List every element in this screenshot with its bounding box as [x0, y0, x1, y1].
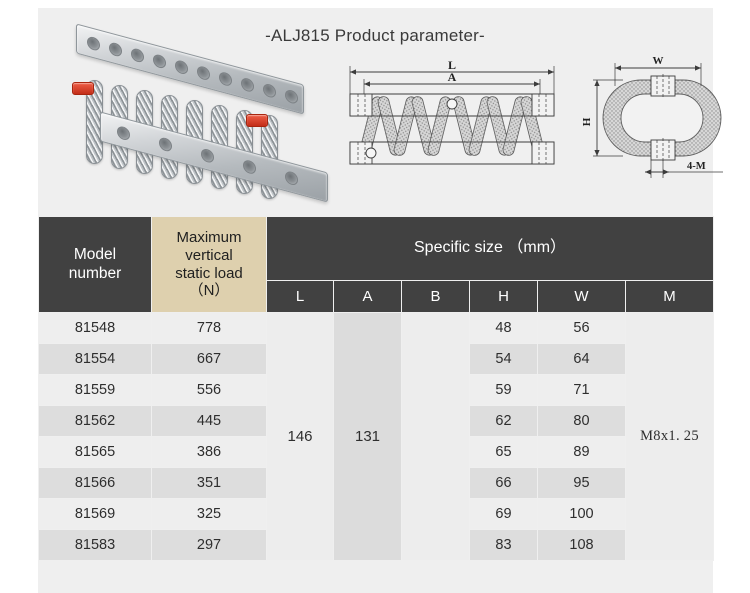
header-max-vertical-static-load: Maximum vertical static load （N） [151, 216, 267, 313]
side-view-label-W: W [653, 55, 664, 67]
cell-load: 386 [151, 436, 267, 468]
cell-length-L: 146 [266, 312, 334, 561]
cell-length-A: 131 [333, 312, 402, 561]
table-row: 81569 325 69 100 [38, 498, 714, 530]
cell-height-H: 48 [469, 312, 538, 344]
front-view-label-A: A [448, 70, 457, 84]
cell-height-H: 62 [469, 405, 538, 437]
cell-load: 556 [151, 374, 267, 406]
cell-model: 81583 [38, 529, 152, 561]
header-model-line-1: Model [73, 246, 117, 264]
cell-width-W: 56 [537, 312, 626, 344]
table-row: 81583 297 83 108 [38, 529, 714, 561]
header-col-H: H [469, 280, 538, 313]
cell-load: 297 [151, 529, 267, 561]
table-header-row-2: L A B H W M [39, 280, 715, 313]
cell-model: 81566 [38, 467, 152, 499]
header-col-L: L [266, 280, 334, 313]
cell-width-W: 100 [537, 498, 626, 530]
cell-width-W: 80 [537, 405, 626, 437]
front-view-label-L: L [448, 58, 456, 72]
cell-load: 351 [151, 467, 267, 499]
cell-load: 325 [151, 498, 267, 530]
cell-model: 81562 [38, 405, 152, 437]
header-load-line-2: vertical [185, 246, 233, 264]
cell-load: 445 [151, 405, 267, 437]
cell-height-H: 83 [469, 529, 538, 561]
cell-load: 778 [151, 312, 267, 344]
cell-model: 81565 [38, 436, 152, 468]
cell-height-H: 54 [469, 343, 538, 375]
side-view-drawing: W H 4-M [581, 46, 750, 196]
wire-rope-isolator-photo [48, 23, 338, 212]
cell-height-H: 65 [469, 436, 538, 468]
cell-length-B [401, 312, 470, 561]
figures-row: L A [38, 23, 723, 212]
header-model-line-2: number [68, 264, 122, 282]
cable-end-cap-right [246, 114, 268, 127]
table-row: 81566 351 66 95 [38, 467, 714, 499]
cell-width-W: 89 [537, 436, 626, 468]
cell-height-H: 59 [469, 374, 538, 406]
table-row: 81554 667 54 64 [38, 343, 714, 375]
cell-model: 81548 [38, 312, 152, 344]
header-col-W: W [537, 280, 626, 313]
header-load-line-3: static load [175, 264, 243, 282]
cell-model: 81569 [38, 498, 152, 530]
cell-height-H: 69 [469, 498, 538, 530]
header-model-number: Model number [38, 216, 152, 313]
page-title: -ALJ815 Product parameter- [265, 26, 485, 45]
header-col-B: B [401, 280, 470, 313]
cell-load: 667 [151, 343, 267, 375]
product-parameter-table: Model number Maximum vertical static loa… [38, 216, 715, 561]
front-view-drawing: L A [338, 46, 578, 196]
header-load-line-1: Maximum [176, 229, 242, 247]
cell-width-W: 95 [537, 467, 626, 499]
table-body: 81548 778 146 131 48 56 M8x1. 25 81554 6… [38, 312, 715, 561]
table-row: 81548 778 146 131 48 56 M8x1. 25 [38, 312, 715, 561]
header-load-line-4: （N） [188, 282, 230, 300]
header-specific-size: Specific size （mm） [265, 216, 715, 281]
table-row: 81559 556 59 71 [38, 374, 714, 406]
side-view-label-thread: 4-M [687, 161, 706, 172]
cell-width-W: 64 [537, 343, 626, 375]
header-col-A: A [333, 280, 402, 313]
cable-end-cap-left [72, 82, 94, 95]
cell-model: 81554 [38, 343, 152, 375]
table-row: 81562 445 62 80 [38, 405, 714, 437]
cell-height-H: 66 [469, 467, 538, 499]
cell-width-W: 108 [537, 529, 626, 561]
cell-model: 81559 [38, 374, 152, 406]
cell-thread-M: M8x1. 25 [624, 312, 715, 561]
table-header-row-1: Model number Maximum vertical static loa… [38, 216, 715, 313]
cell-width-W: 71 [537, 374, 626, 406]
side-view-label-H: H [583, 117, 593, 126]
header-col-M: M [624, 280, 715, 313]
